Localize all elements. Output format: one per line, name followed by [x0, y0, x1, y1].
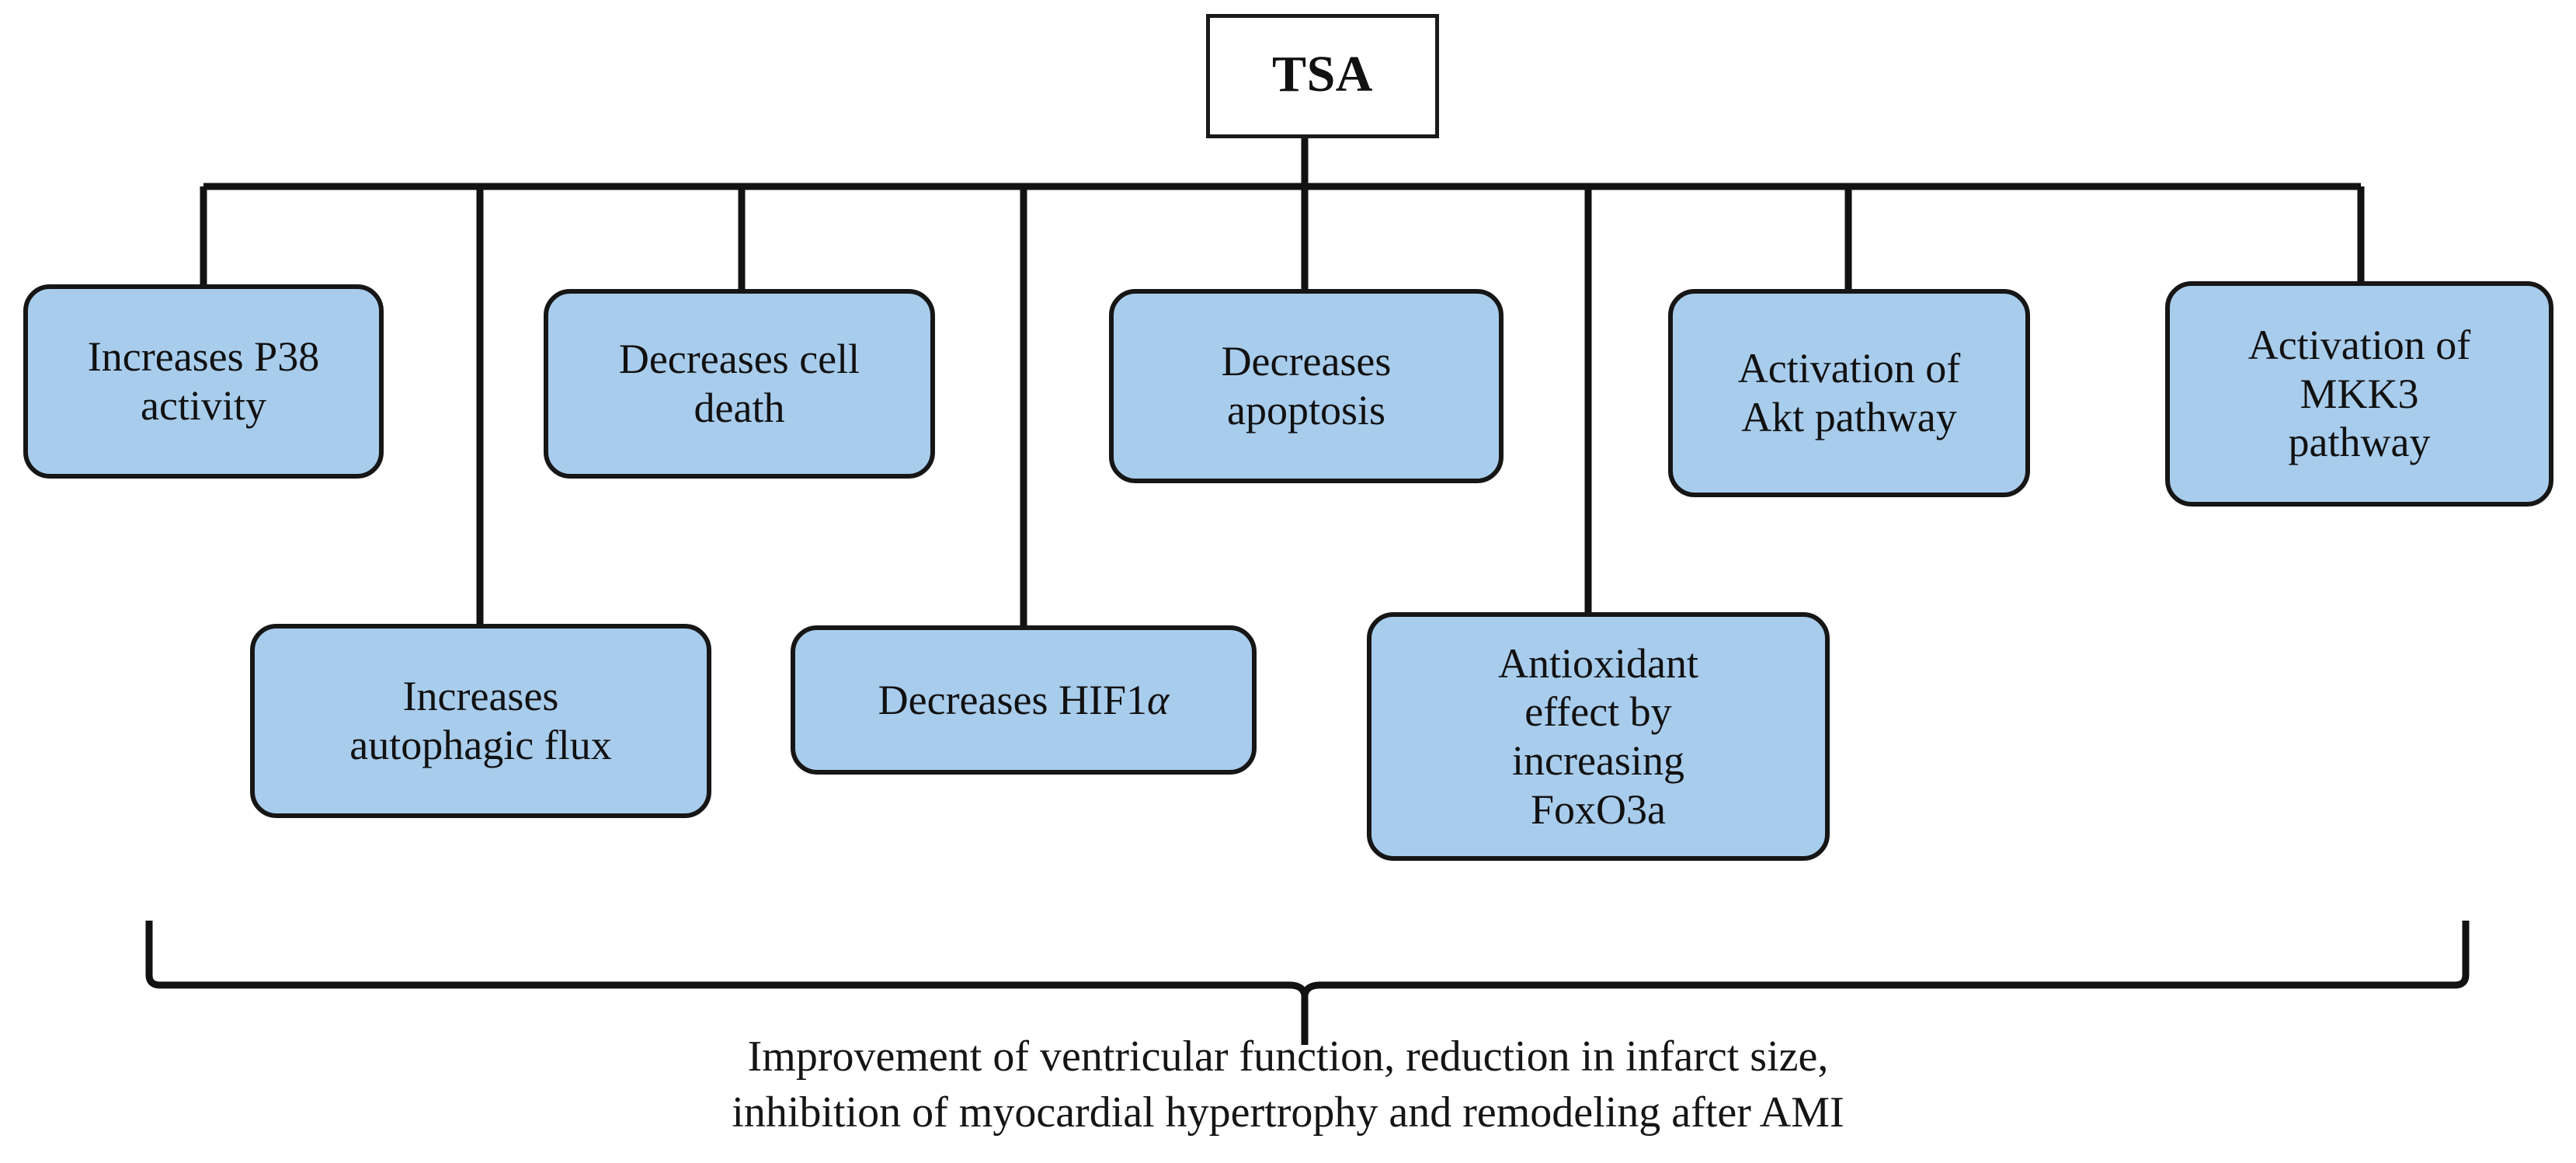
node-antioxidant-foxo3a[interactable]: Antioxidant effect by increasing FoxO3a	[1367, 612, 1830, 861]
node-increases-autophagic-flux-label: Increases autophagic flux	[349, 673, 612, 768]
node-activation-mkk3-pathway[interactable]: Activation of MKK3 pathway	[2165, 281, 2553, 507]
hif1a-alpha-symbol: α	[1147, 676, 1170, 723]
node-decreases-apoptosis-label: Decreases apoptosis	[1221, 338, 1392, 434]
node-decreases-hif1a-label: Decreases HIF1	[878, 676, 1147, 723]
node-increases-p38-activity[interactable]: Increases P38 activity	[23, 284, 384, 479]
outcome-line-2: inhibition of myocardial hypertrophy and…	[732, 1088, 1844, 1137]
node-antioxidant-foxo3a-label: Antioxidant effect by increasing FoxO3a	[1498, 639, 1698, 833]
node-decreases-apoptosis[interactable]: Decreases apoptosis	[1109, 289, 1504, 483]
node-activation-akt-pathway[interactable]: Activation of Akt pathway	[1668, 289, 2030, 497]
node-increases-autophagic-flux[interactable]: Increases autophagic flux	[250, 624, 711, 818]
node-decreases-cell-death-label: Decreases cell death	[618, 336, 860, 431]
node-decreases-cell-death[interactable]: Decreases cell death	[544, 289, 935, 479]
node-tsa[interactable]: TSA	[1206, 14, 1439, 138]
node-decreases-hif1a[interactable]: Decreases HIF1α	[791, 625, 1257, 775]
node-tsa-label: TSA	[1272, 45, 1373, 103]
brace-outcome	[145, 921, 2470, 997]
node-activation-mkk3-pathway-label: Activation of MKK3 pathway	[2247, 322, 2471, 466]
node-activation-akt-pathway-label: Activation of Akt pathway	[1737, 345, 1961, 440]
outcome-line-1: Improvement of ventricular function, red…	[747, 1032, 1829, 1081]
node-increases-p38-activity-label: Increases P38 activity	[87, 333, 320, 429]
